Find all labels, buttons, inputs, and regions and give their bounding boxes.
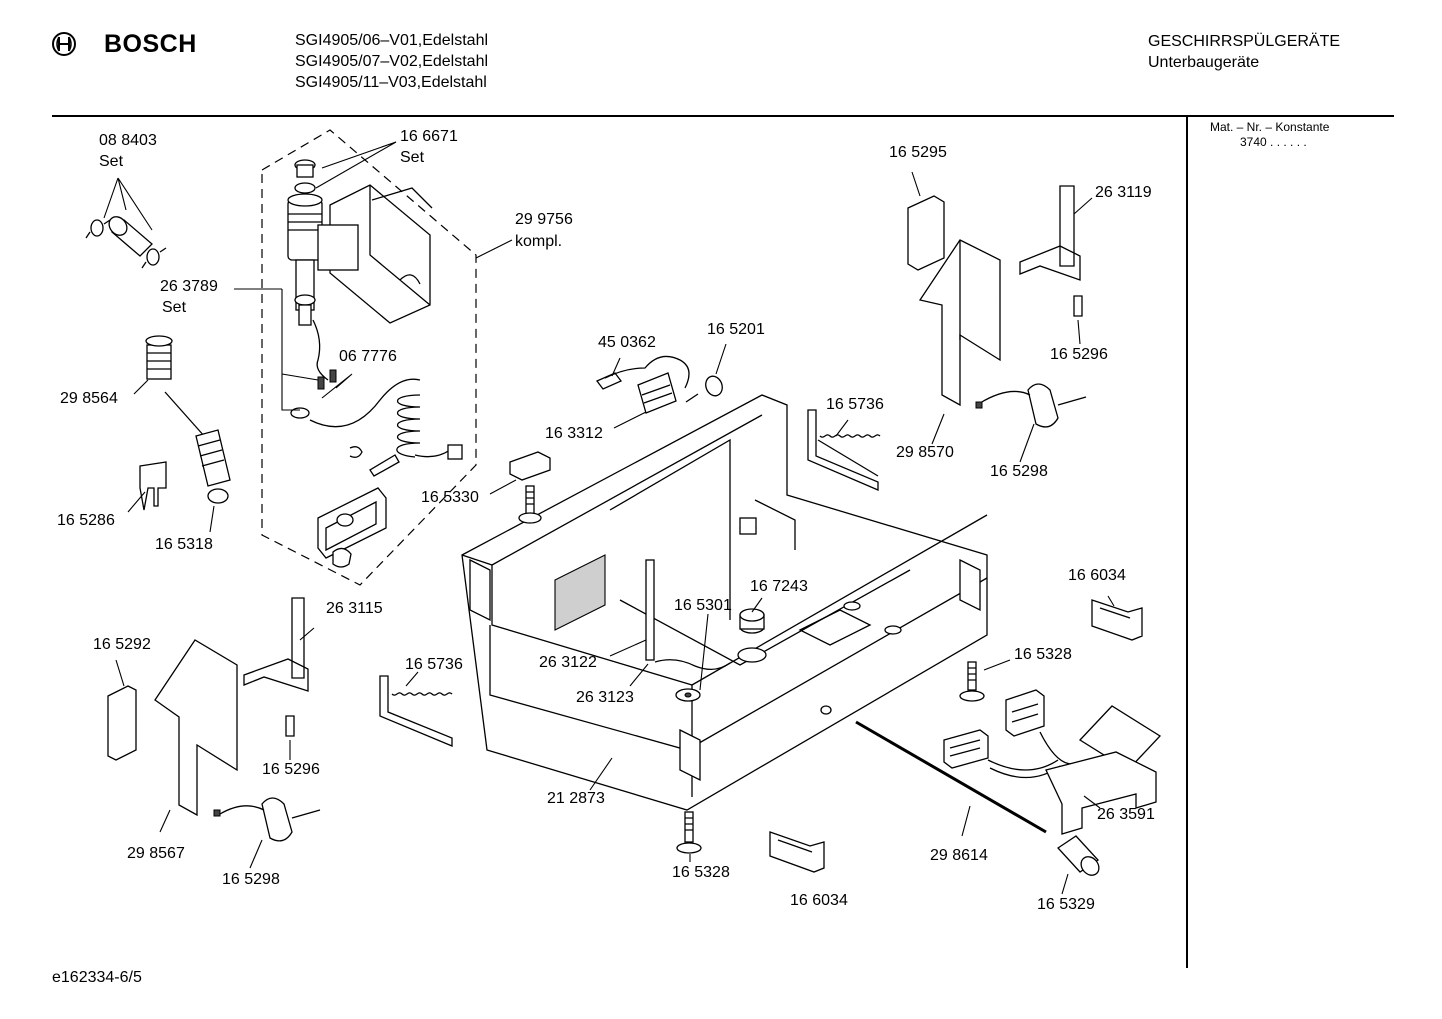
part-label-165301: 16 5301 <box>674 597 732 614</box>
part-label-166671-set: Set <box>400 149 425 166</box>
part-label-165286: 16 5286 <box>57 512 115 529</box>
part-label-167243: 16 7243 <box>750 578 808 595</box>
bosch-armature-icon <box>52 32 76 56</box>
model-list: SGI4905/06–V01,Edelstahl SGI4905/07–V02,… <box>295 30 488 93</box>
part-label-165329: 16 5329 <box>1037 896 1095 913</box>
set-outline <box>261 129 477 586</box>
spring-bracket-top-icon <box>807 409 881 491</box>
part-label-263789-set: Set <box>162 299 187 316</box>
model-line-3: SGI4905/11–V03,Edelstahl <box>295 74 487 91</box>
part-label-165318: 16 5318 <box>155 536 213 553</box>
base-tub-icon <box>461 394 988 811</box>
bosch-logo <box>51 31 77 57</box>
part-label-165330: 16 5330 <box>421 489 479 506</box>
brand-name: BOSCH <box>104 30 197 58</box>
end-cap-icon <box>1057 835 1100 876</box>
model-line-1: SGI4905/06–V01,Edelstahl <box>295 32 489 49</box>
hose-set-icon <box>85 216 167 269</box>
part-label-298570: 29 8570 <box>896 444 954 461</box>
corrugated-hose-icon <box>145 335 231 504</box>
hinge-assembly-left-icon <box>107 597 321 842</box>
category-subtitle: Unterbaugeräte <box>1148 54 1260 71</box>
part-label-165201: 16 5201 <box>707 321 765 338</box>
part-label-165328-right: 16 5328 <box>1014 646 1072 663</box>
part-label-263122: 26 3122 <box>539 654 597 671</box>
part-label-088403-set: Set <box>99 153 124 170</box>
part-label-165298-bottom: 16 5298 <box>222 871 280 888</box>
screw-right-icon <box>959 661 985 702</box>
wiring-harness-icon <box>943 689 1162 835</box>
part-label-165292: 16 5292 <box>93 636 151 653</box>
part-label-165295: 16 5295 <box>889 144 947 161</box>
part-label-166034-right: 16 6034 <box>1068 567 1126 584</box>
part-label-165296-top: 16 5296 <box>1050 346 1108 363</box>
valve-assembly-icon <box>287 159 433 428</box>
part-label-298564: 29 8564 <box>60 390 118 407</box>
electrical-module-icon <box>595 355 723 414</box>
part-label-450362: 45 0362 <box>598 334 656 351</box>
part-label-263115: 26 3115 <box>326 600 383 617</box>
model-line-2: SGI4905/07–V02,Edelstahl <box>295 53 489 70</box>
part-label-212873: 21 2873 <box>547 790 605 807</box>
connector-strip-bottom-icon <box>769 831 825 873</box>
category-block: GESCHIRRSPÜLGERÄTE Unterbaugeräte <box>1148 31 1340 73</box>
category-title: GESCHIRRSPÜLGERÄTE <box>1148 33 1341 50</box>
part-label-165296-bottom: 16 5296 <box>262 761 320 778</box>
part-label-263123: 26 3123 <box>576 689 634 706</box>
spring-bracket-left-icon <box>379 675 453 747</box>
document-id: e162334-6/5 <box>52 969 142 986</box>
part-label-067776: 06 7776 <box>339 348 397 365</box>
part-label-165328-center: 16 5328 <box>672 864 730 881</box>
part-label-165736-top: 16 5736 <box>826 396 884 413</box>
coiled-hose-icon <box>349 394 463 477</box>
part-label-263119: 26 3119 <box>1095 184 1152 201</box>
part-label-298614: 29 8614 <box>930 847 988 864</box>
part-label-299756: 29 9756 <box>515 211 573 228</box>
leader-lines <box>103 141 1115 895</box>
mat-nr-value: 3740 . . . . . . <box>1240 135 1307 149</box>
part-label-263591: 26 3591 <box>1097 806 1155 823</box>
part-label-166034-bottom: 16 6034 <box>790 892 848 909</box>
housing-cover-icon <box>317 487 387 568</box>
part-label-165736-left: 16 5736 <box>405 656 463 673</box>
part-label-088403: 08 8403 <box>99 132 157 149</box>
part-label-166671: 16 6671 <box>400 128 458 145</box>
hinge-assembly-right-icon <box>907 185 1087 428</box>
rod-icon <box>855 720 1047 834</box>
part-label-263789: 26 3789 <box>160 278 218 295</box>
part-label-163312: 16 3312 <box>545 425 603 442</box>
part-label-299756-kompl: kompl. <box>515 233 563 250</box>
clip-icon <box>139 461 167 511</box>
mat-nr-title: Mat. – Nr. – Konstante <box>1210 120 1330 134</box>
connector-strip-right-icon <box>1091 599 1143 641</box>
screw-center-icon <box>676 811 702 854</box>
part-label-298567: 29 8567 <box>127 845 185 862</box>
part-label-165298-top: 16 5298 <box>990 463 1048 480</box>
block-and-screw-icon <box>509 451 551 524</box>
